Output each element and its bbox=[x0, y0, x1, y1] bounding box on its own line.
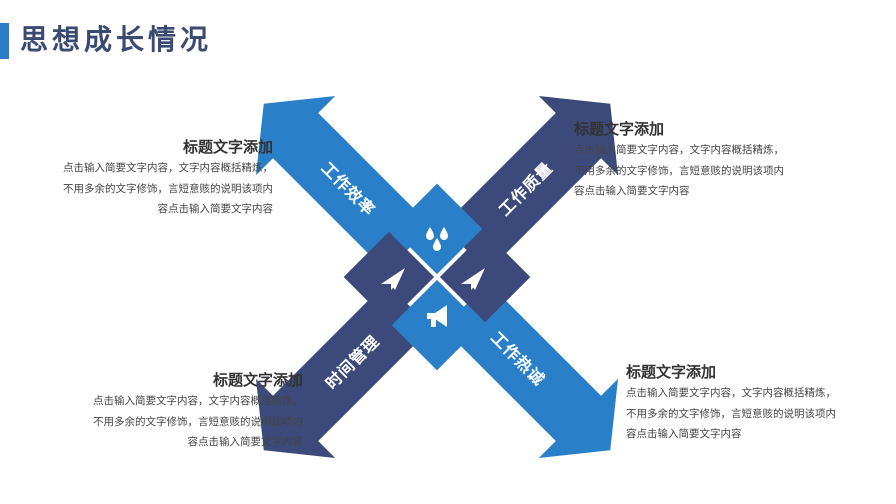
arm-bottom-left: 时间管理 bbox=[255, 282, 432, 459]
block-line: 不用多余的文字修饰，言短意赅的说明该项内 bbox=[626, 407, 836, 420]
arm-top-left: 工作效率 bbox=[255, 95, 432, 272]
text-block-top-right: 标题文字添加 点击输入简要文字内容，文字内容概括精炼， 不用多余的文字修饰，言短… bbox=[574, 118, 814, 202]
paper-plane-icon bbox=[461, 268, 485, 290]
arm-top-right: 工作质量 bbox=[442, 95, 619, 272]
block-line: 点击输入简要文字内容，文字内容概括精炼， bbox=[93, 395, 303, 407]
block-line: 容点击输入简要文字内容 bbox=[626, 428, 742, 440]
title-accent-bar bbox=[0, 23, 9, 59]
block-line: 容点击输入简要文字内容 bbox=[157, 203, 274, 215]
block-heading: 标题文字添加 bbox=[212, 371, 303, 389]
block-heading: 标题文字添加 bbox=[626, 363, 717, 381]
block-heading: 标题文字添加 bbox=[574, 120, 665, 138]
block-line: 容点击输入简要文字内容 bbox=[574, 185, 690, 197]
block-line: 不用多余的文字修饰，言短意赅的说明该项内 bbox=[63, 182, 273, 195]
block-heading: 标题文字添加 bbox=[182, 138, 273, 156]
block-line: 不用多余的文字修饰，言短意赅的说明该项内 bbox=[93, 415, 303, 428]
text-block-bottom-right: 标题文字添加 点击输入简要文字内容，文字内容概括精炼， 不用多余的文字修饰，言短… bbox=[626, 361, 866, 445]
text-block-bottom-left: 标题文字添加 点击输入简要文字内容，文字内容概括精炼， 不用多余的文字修饰，言短… bbox=[70, 369, 303, 453]
block-line: 点击输入简要文字内容，文字内容概括精炼， bbox=[626, 387, 836, 399]
text-block-top-left: 标题文字添加 点击输入简要文字内容，文字内容概括精炼， 不用多余的文字修饰，言短… bbox=[40, 136, 273, 220]
block-line: 点击输入简要文字内容，文字内容概括精炼， bbox=[574, 144, 784, 156]
page-title: 思想成长情况 bbox=[20, 23, 213, 56]
block-line: 不用多余的文字修饰，言短意赅的说明该项内 bbox=[574, 164, 784, 177]
arm-bottom-right: 工作热诚 bbox=[442, 282, 619, 459]
tile-top bbox=[391, 183, 483, 275]
block-line: 容点击输入简要文字内容 bbox=[187, 436, 304, 448]
water-drops-icon bbox=[426, 227, 448, 251]
paper-plane-icon bbox=[381, 268, 405, 290]
block-line: 点击输入简要文字内容，文字内容概括精炼， bbox=[63, 162, 273, 174]
megaphone-icon bbox=[427, 305, 447, 327]
